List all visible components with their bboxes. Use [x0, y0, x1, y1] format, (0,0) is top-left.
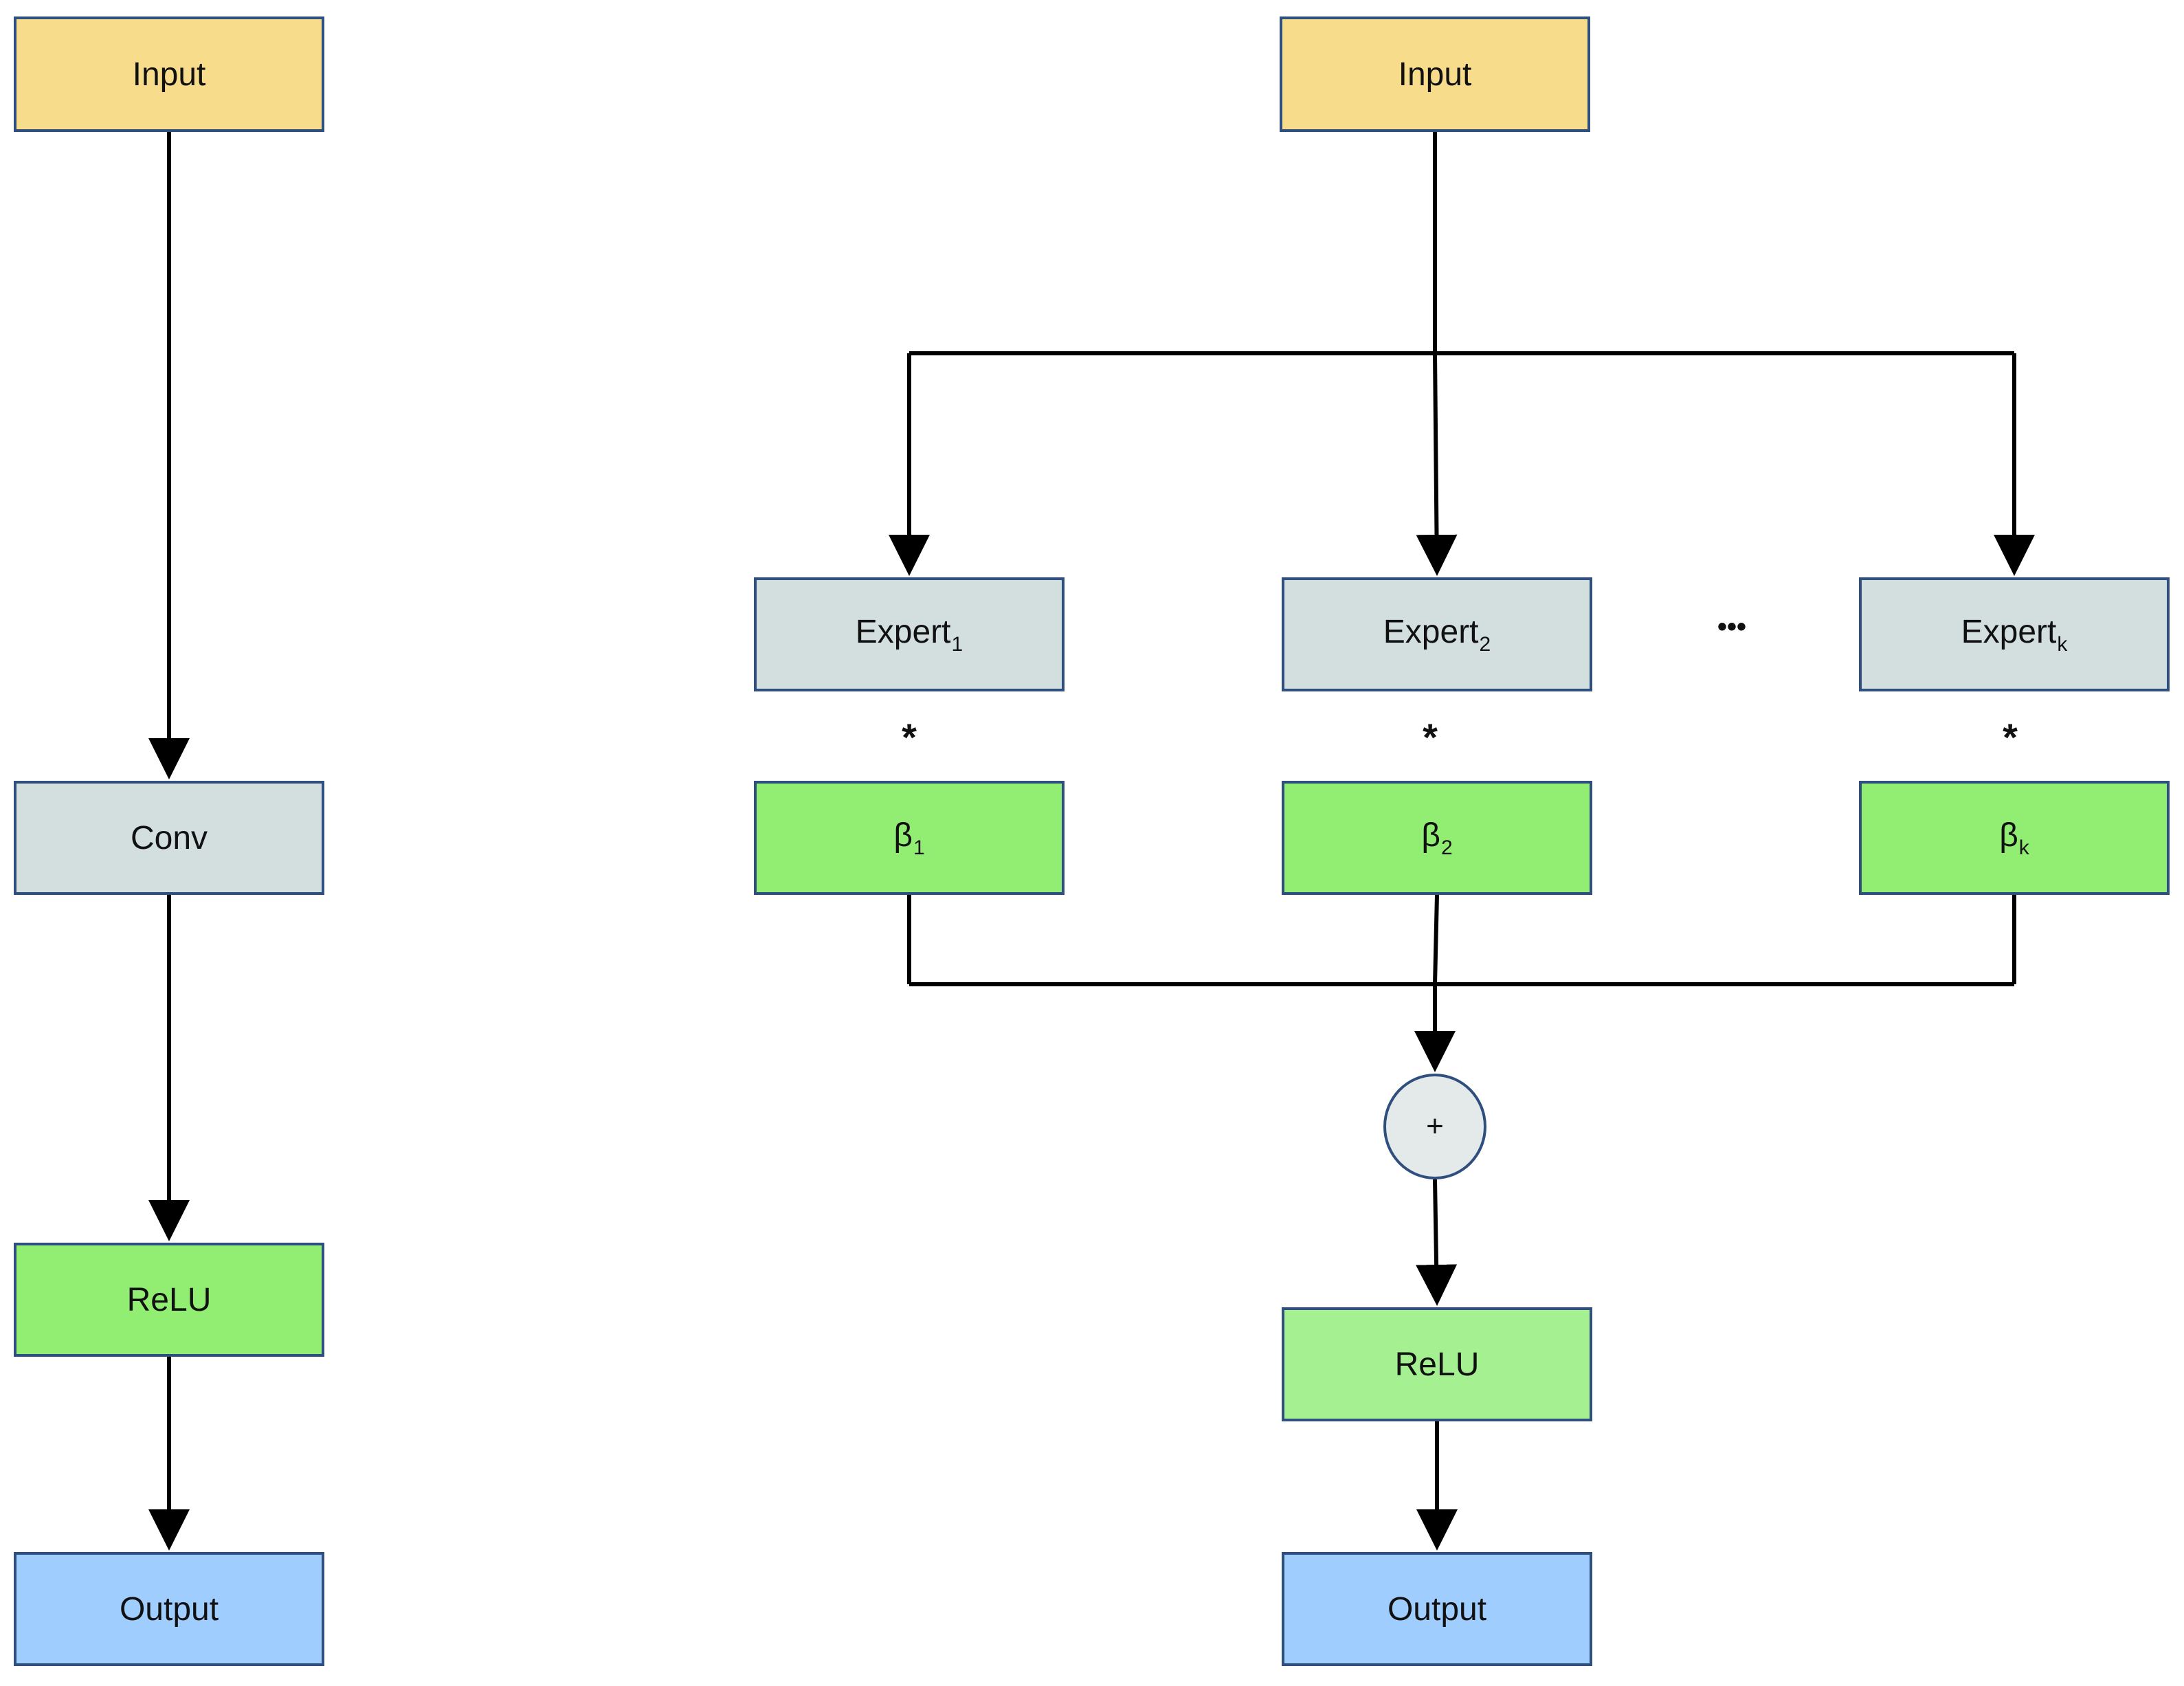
beta-1-node: β1	[754, 781, 1065, 895]
expert-k-node: Expertk	[1859, 577, 2170, 691]
beta-k-label: βk	[1999, 817, 2029, 859]
left-relu-node: ReLU	[14, 1243, 324, 1357]
arrow-sum-relu	[1416, 1179, 1458, 1306]
conv-node: Conv	[14, 781, 324, 895]
left-input-label: Input	[132, 56, 206, 93]
beta-2-label: β2	[1421, 817, 1453, 859]
expert-1-label: Expert1	[855, 613, 963, 656]
arrow-expert2	[1416, 353, 1458, 576]
right-input-label: Input	[1398, 56, 1472, 93]
beta-k-node: βk	[1859, 781, 2170, 895]
ellipsis: •••	[1717, 612, 1746, 642]
left-input-node: Input	[14, 16, 324, 132]
beta-2-node: β2	[1282, 781, 1592, 895]
sum-node: +	[1383, 1074, 1486, 1179]
right-input-node: Input	[1280, 16, 1590, 132]
expert-k-label: Expertk	[1961, 613, 2068, 656]
multiply-symbol-2: *	[1423, 716, 1438, 759]
expert-2-label: Expert2	[1383, 613, 1491, 656]
multiply-symbol-k: *	[2003, 716, 2018, 759]
expert-1-node: Expert1	[754, 577, 1065, 691]
left-relu-label: ReLU	[126, 1281, 212, 1318]
beta-1-label: β1	[893, 817, 925, 859]
right-relu-label: ReLU	[1394, 1346, 1480, 1383]
expert-2-node: Expert2	[1282, 577, 1592, 691]
right-output-label: Output	[1387, 1590, 1487, 1628]
merge-beta2	[1433, 894, 1439, 985]
sum-symbol: +	[1426, 1109, 1444, 1143]
right-output-node: Output	[1282, 1552, 1592, 1666]
right-relu-node: ReLU	[1282, 1307, 1592, 1421]
left-output-label: Output	[119, 1590, 219, 1628]
conv-label: Conv	[130, 819, 208, 856]
left-output-node: Output	[14, 1552, 324, 1666]
multiply-symbol-1: *	[902, 716, 917, 759]
